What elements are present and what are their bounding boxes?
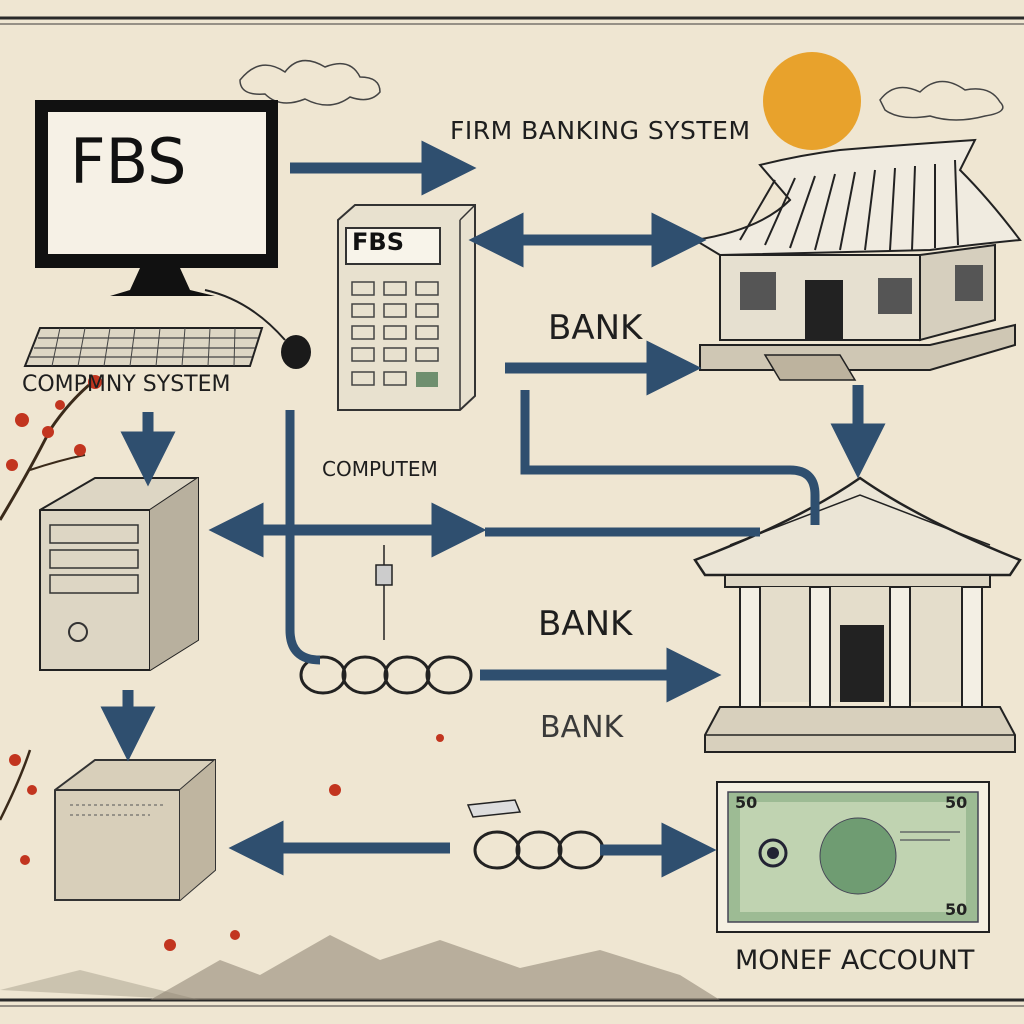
ruler-icon [466,799,522,818]
calculator-display-text: FBS [352,228,404,256]
keyboard-icon [23,327,264,367]
flow-arrows [100,140,886,878]
bank-label-1: BANK [548,308,643,348]
company-system-label: COMPMNY SYSTEM [22,372,231,397]
banknote-denomination-top-left: 50 [735,793,758,812]
mountains-icon [0,935,720,1000]
computem-label: COMPUTEM [322,457,438,481]
connector-left-loop [285,410,321,665]
chain-link-icon [473,830,605,870]
banknote-denomination-bottom-right: 50 [945,900,968,919]
money-account-label: MONEF ACCOUNT [735,945,975,976]
classical-bank-building-icon [693,476,1022,753]
bank-label-3: BANK [540,710,624,745]
blossom-branch-icon [0,375,444,951]
cloud-icon [239,59,1004,121]
title-label: FIRM BANKING SYSTEM [450,116,751,145]
package-box-icon [54,759,216,901]
chain-link-icon [299,655,473,695]
calculator-icon [337,204,476,411]
banknote-denomination-top-right: 50 [945,793,968,812]
traditional-bank-building-icon [692,138,1022,381]
plug-icon [375,545,393,640]
monitor-icon [35,100,278,296]
banknote-icon [716,781,990,933]
sun-icon [763,52,861,150]
connector-loop [520,390,820,525]
monitor-screen-text: FBS [70,125,187,198]
bank-label-2: BANK [538,604,633,644]
computer-tower-icon [39,477,199,671]
mouse-icon [204,289,311,369]
